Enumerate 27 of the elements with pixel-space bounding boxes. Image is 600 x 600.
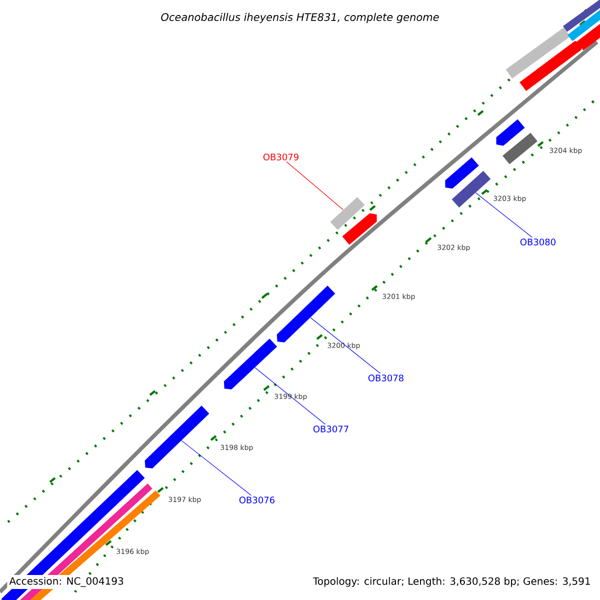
gene-label: OB3076	[239, 496, 274, 504]
gene-feature	[224, 338, 278, 390]
leader-line	[181, 440, 252, 496]
gene-label: OB3080	[520, 238, 556, 246]
gene-feature	[506, 28, 570, 78]
leader-line	[310, 317, 381, 374]
gene-feature	[496, 119, 525, 146]
accession-text: Accession: NC_004193	[7, 575, 126, 589]
gene-feature	[144, 406, 210, 468]
gene-feature	[445, 157, 479, 189]
title: Oceanobacillus iheyensis HTE831, complete genome	[161, 12, 439, 24]
gene-label: OB3077	[313, 426, 348, 432]
leader-line	[475, 192, 532, 238]
gene-feature	[520, 40, 582, 92]
gene-feature	[276, 286, 336, 342]
leader-line	[286, 161, 344, 210]
gene-feature	[562, 0, 600, 32]
leader-line	[254, 367, 326, 425]
gene-label: OB3078	[368, 374, 404, 382]
gene-feature	[330, 196, 365, 230]
gene-feature	[452, 170, 491, 208]
gene-feature	[342, 213, 377, 245]
gene-feature	[576, 22, 600, 50]
gene-label: OB3079	[263, 154, 298, 160]
gene-feature	[502, 132, 538, 164]
genome-info-text: Topology: circular; Length: 3,630,528 bp; Genes: 3,591	[312, 577, 590, 587]
gene-feature	[568, 8, 600, 42]
